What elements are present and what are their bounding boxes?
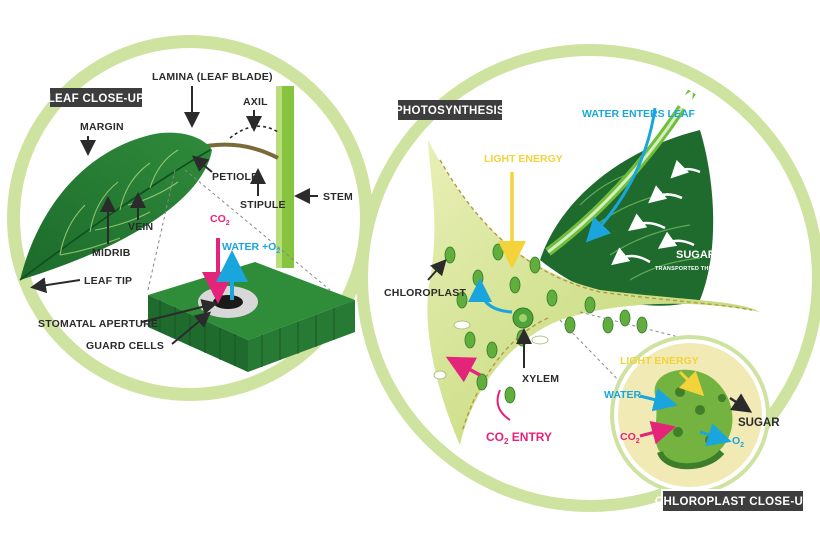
water-enters-leaf-label: WATER ENTERS LEAF <box>582 108 696 120</box>
stem-label: STEM <box>323 191 353 203</box>
vein-label: VEIN <box>128 221 153 233</box>
axil-label: AXIL <box>243 96 268 108</box>
water-transport-arrow <box>547 89 694 254</box>
stomatal-aperture-label: STOMATAL APERTURE <box>38 318 158 330</box>
lamina-label: LAMINA (LEAF BLADE) <box>152 71 273 83</box>
co2-label: CO2 <box>210 213 230 227</box>
water-o2-label: WATER +O2 <box>222 241 280 255</box>
leaf-closeup-title-box: LEAF CLOSE-UP <box>48 88 145 107</box>
leaf-cross-section-shape <box>427 140 760 445</box>
photosynthesis-title: PHOTOSYNTHESIS <box>395 105 505 117</box>
guard-cells-label: GUARD CELLS <box>86 340 164 352</box>
upper-leaf-shape <box>540 130 714 306</box>
leaf-closeup-panel: LEAF CLOSE-UP LAMINA (LEAF BLADE) AXIL M… <box>7 35 373 401</box>
photosynthesis-title-box: PHOTOSYNTHESIS <box>395 100 505 120</box>
light-energy-label: LIGHT ENERGY <box>484 153 563 165</box>
margin-label: MARGIN <box>80 121 124 133</box>
midrib-label: MIDRIB <box>92 247 131 259</box>
leaf-blade-shape <box>20 132 212 280</box>
sugar-label: SUGAR <box>676 249 716 261</box>
sugar-sublabel: TRANSPORTED THROUGH PLANT <box>655 266 751 272</box>
petiole-label: PETIOLE <box>212 171 258 183</box>
chloro-light-energy-label: LIGHT ENERGY <box>620 355 699 367</box>
chloroplast-closeup-title: CHLOROPLAST CLOSE-UP <box>655 496 811 508</box>
xylem-label: XYLEM <box>522 373 559 385</box>
chloroplast-label: CHLOROPLAST <box>384 287 466 299</box>
chloro-o2-label: O2 <box>732 435 744 449</box>
leaf-closeup-title: LEAF CLOSE-UP <box>48 93 145 105</box>
leaf-tip-label: LEAF TIP <box>84 275 132 287</box>
chloro-co2-label: CO2 <box>620 431 640 445</box>
stomatal-aperture-shape <box>213 295 243 309</box>
co2-entry-label: CO2 ENTRY <box>486 430 552 446</box>
stipule-label: STIPULE <box>240 199 286 211</box>
chloro-sugar-label: SUGAR <box>738 417 780 429</box>
chloroplast-closeup-panel: LIGHT ENERGY WATER SUGAR CO2 O2 CHLOROPL… <box>604 335 811 513</box>
chloro-water-label: WATER <box>604 389 642 401</box>
chloroplast-closeup-title-box: CHLOROPLAST CLOSE-UP <box>655 489 811 513</box>
